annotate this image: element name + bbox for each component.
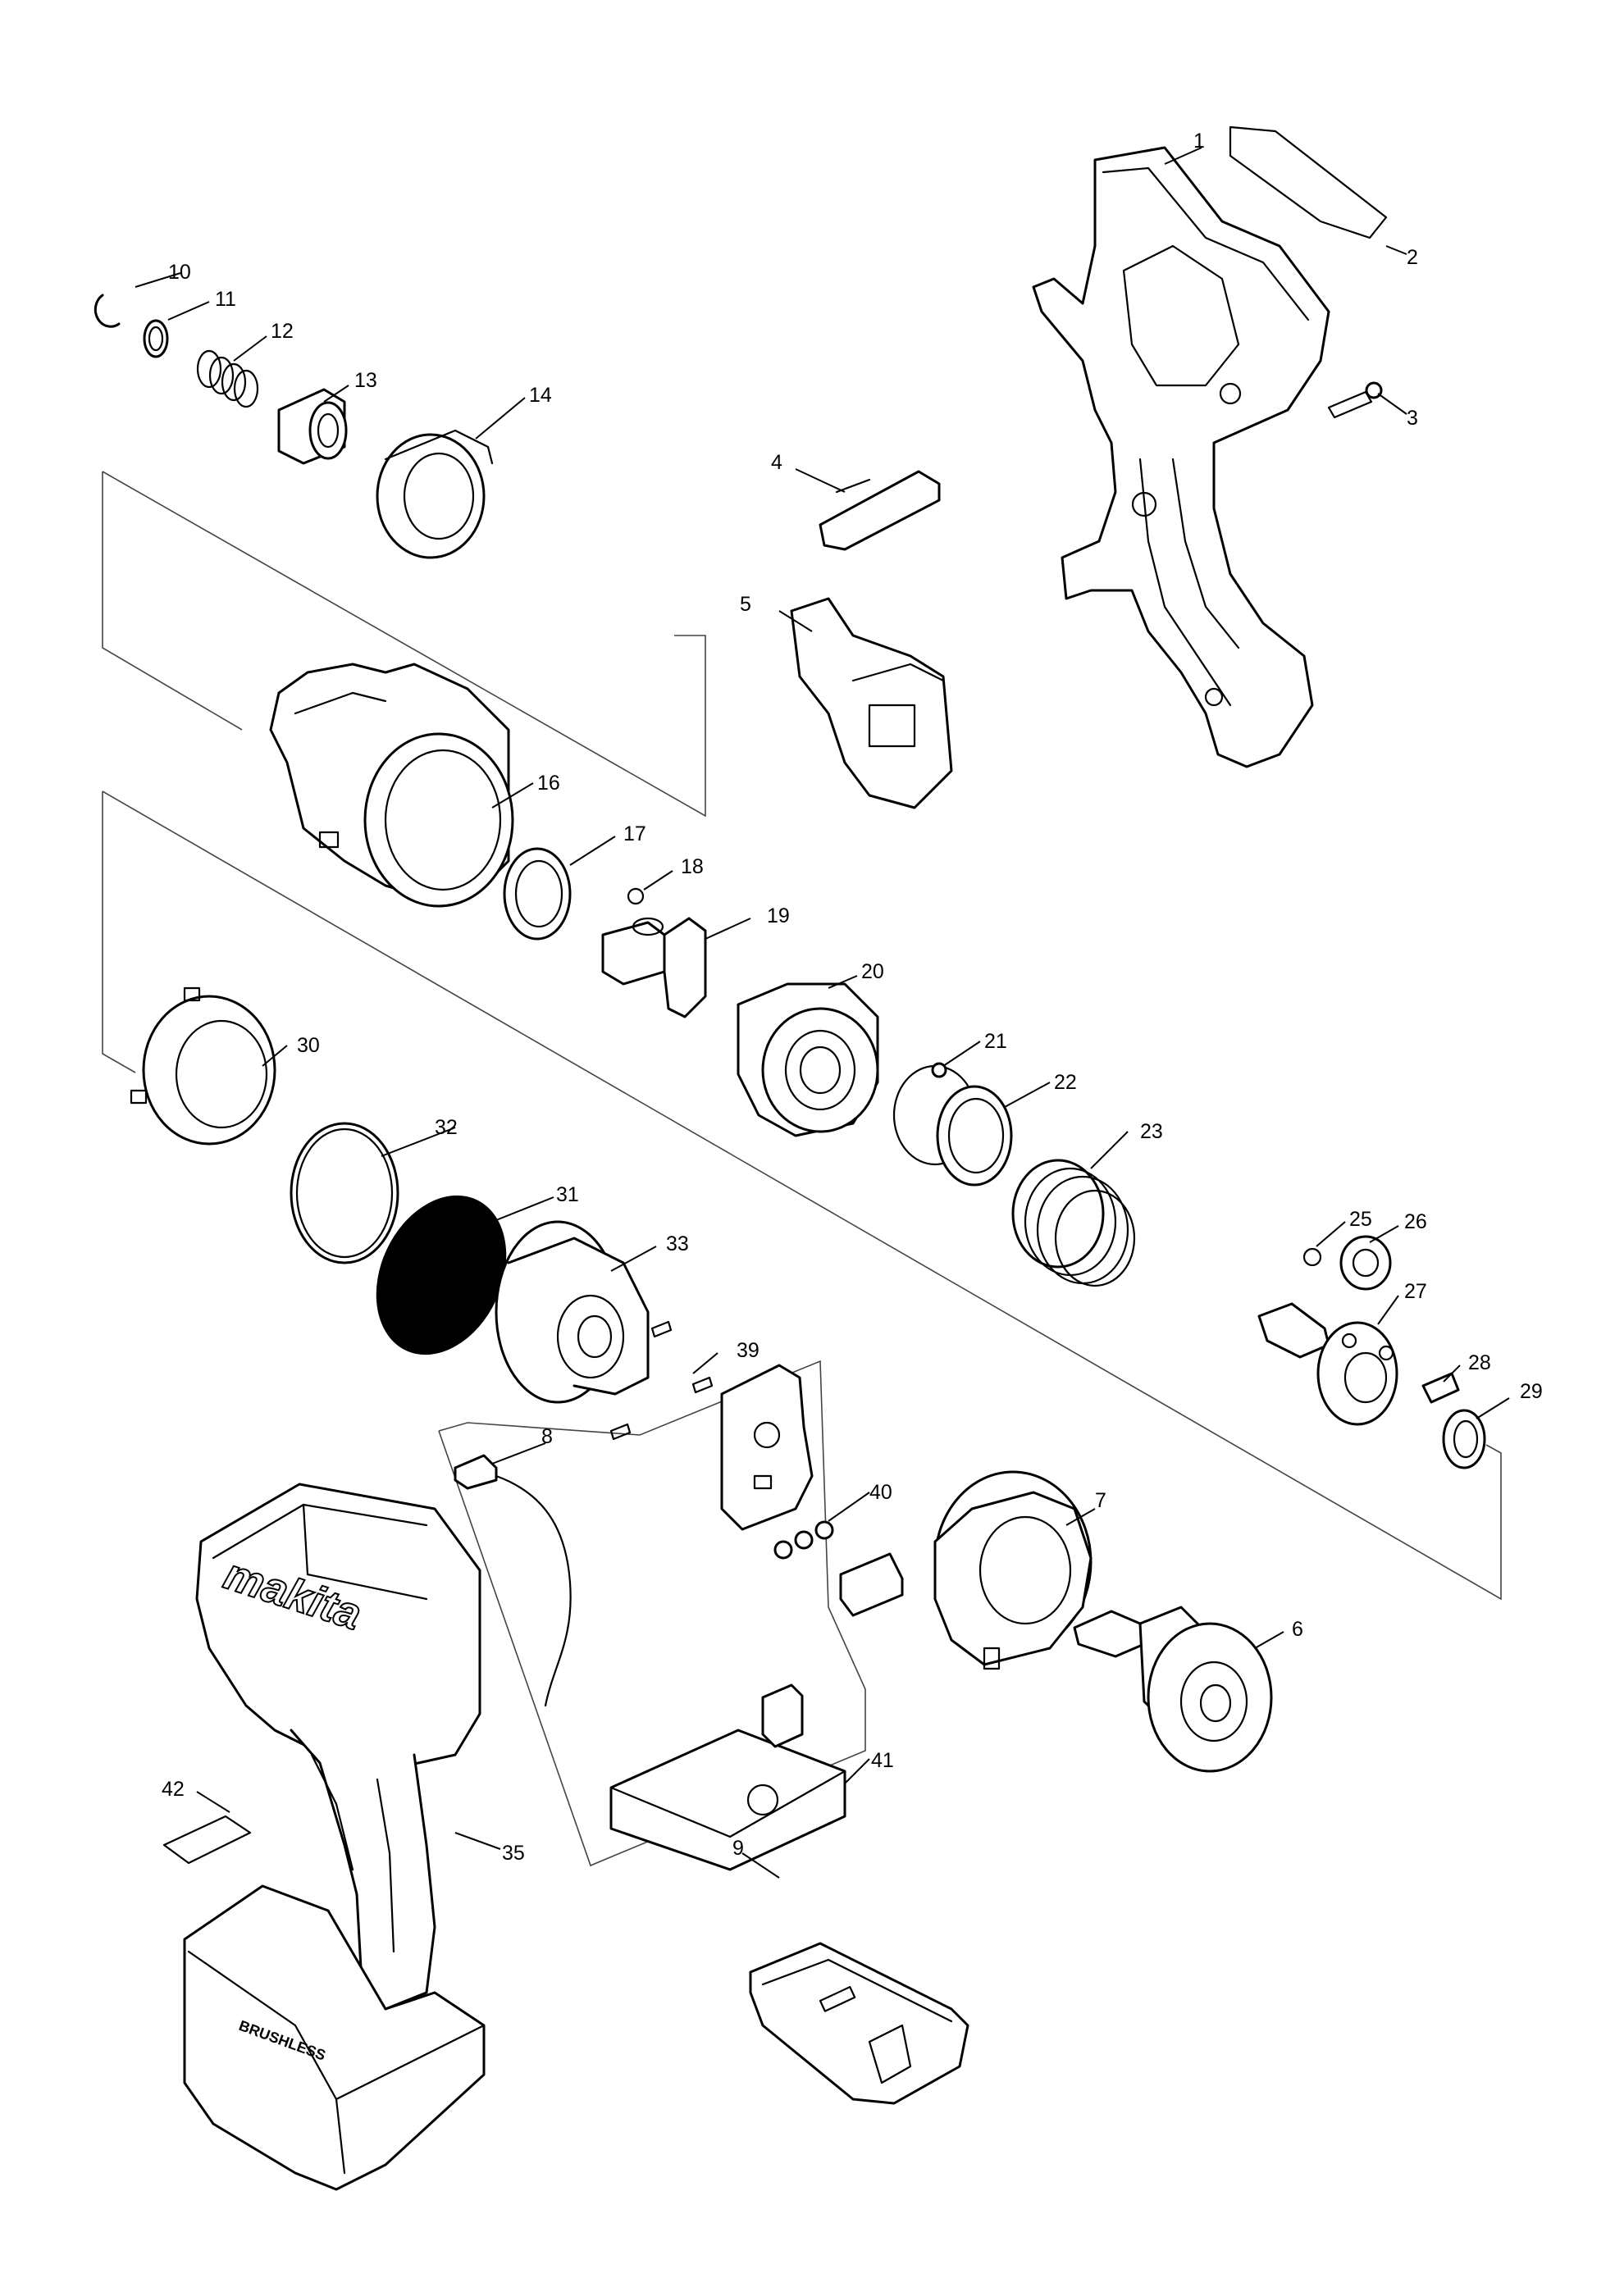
nameplate-label — [1229, 125, 1388, 239]
pin — [1421, 1372, 1460, 1404]
controller — [609, 1683, 846, 1871]
spindle — [1257, 1302, 1398, 1426]
callout-11: 11 — [215, 288, 236, 311]
callout-10: 10 — [168, 261, 191, 284]
trigger-switch — [790, 597, 953, 809]
callout-13: 13 — [354, 369, 377, 392]
group-outline-motor-assembly-long — [102, 790, 1502, 1601]
group-outline-front-housing — [102, 472, 243, 731]
callout-18: 18 — [681, 855, 704, 878]
retaining-ring — [143, 319, 169, 358]
callout-6: 6 — [1292, 1618, 1303, 1641]
ring-gear — [130, 986, 276, 1146]
callout-25: 25 — [1349, 1208, 1372, 1231]
callout-22: 22 — [1054, 1071, 1077, 1094]
callout-31: 31 — [556, 1183, 579, 1206]
callout-39: 39 — [737, 1339, 760, 1362]
callout-7: 7 — [1095, 1489, 1106, 1512]
callout-42: 42 — [162, 1778, 185, 1801]
flat-washer — [503, 847, 572, 941]
flat-washer-22 — [936, 1085, 1013, 1187]
anvil — [601, 917, 707, 1018]
callout-3: 3 — [1407, 407, 1418, 430]
callout-14: 14 — [529, 384, 552, 407]
ring-spring-retainer — [94, 294, 121, 328]
stator — [933, 1470, 1093, 1670]
callout-19: 19 — [767, 904, 790, 927]
compression-spring — [196, 349, 259, 408]
steel-ball — [627, 887, 645, 905]
callout-41: 41 — [871, 1749, 894, 1772]
callout-28: 28 — [1468, 1351, 1491, 1374]
switch-lever — [819, 470, 941, 551]
rotor — [1073, 1606, 1273, 1773]
callout-30: 30 — [297, 1034, 320, 1057]
sensor-plate — [720, 1364, 814, 1531]
flat-washer-29 — [1442, 1409, 1486, 1469]
group-outline-front-housing-top — [102, 471, 706, 818]
bumper-cap — [376, 429, 494, 559]
rubber-plate — [376, 1195, 507, 1355]
callout-2: 2 — [1407, 246, 1418, 269]
group-outline-motor-assembly — [102, 791, 136, 1073]
callout-1: 1 — [1193, 130, 1205, 153]
compression-spring-23 — [1011, 1159, 1136, 1287]
callout-29: 29 — [1520, 1380, 1543, 1403]
callout-numbers: 1 2 3 4 5 6 7 8 9 10 11 12 13 14 16 17 1… — [162, 130, 1543, 1865]
callout-17: 17 — [623, 822, 646, 845]
steel-ball-25 — [1302, 1247, 1322, 1267]
callout-5: 5 — [740, 593, 751, 616]
handle-housing-half — [1032, 146, 1330, 768]
caution-label — [162, 1815, 252, 1865]
leader-lines — [135, 147, 1510, 1879]
callout-4: 4 — [771, 451, 782, 474]
callout-23: 23 — [1140, 1120, 1163, 1143]
callout-20: 20 — [861, 960, 884, 983]
lead-wire — [454, 1454, 572, 1707]
callout-40: 40 — [869, 1481, 892, 1504]
callout-27: 27 — [1404, 1280, 1427, 1303]
callout-8: 8 — [541, 1425, 553, 1448]
callout-16: 16 — [537, 772, 560, 795]
terminal-screws — [773, 1520, 904, 1617]
screws-39 — [609, 1320, 714, 1441]
gear-housing — [495, 1220, 650, 1404]
callout-26: 26 — [1404, 1210, 1427, 1233]
callout-33: 33 — [666, 1232, 689, 1255]
callout-12: 12 — [271, 320, 294, 343]
callout-21: 21 — [984, 1030, 1007, 1053]
o-ring — [290, 1122, 399, 1264]
hammer — [737, 982, 879, 1137]
tapping-screw — [1327, 381, 1383, 419]
housing-set: makita BRUSHLESS — [183, 1483, 486, 2191]
callout-35: 35 — [502, 1842, 525, 1865]
battery-terminal — [749, 1942, 969, 2105]
hammer-case — [269, 663, 514, 908]
callout-9: 9 — [732, 1837, 744, 1860]
sleeve — [277, 388, 348, 465]
planet-gear — [1339, 1235, 1392, 1291]
callout-32: 32 — [435, 1116, 458, 1139]
